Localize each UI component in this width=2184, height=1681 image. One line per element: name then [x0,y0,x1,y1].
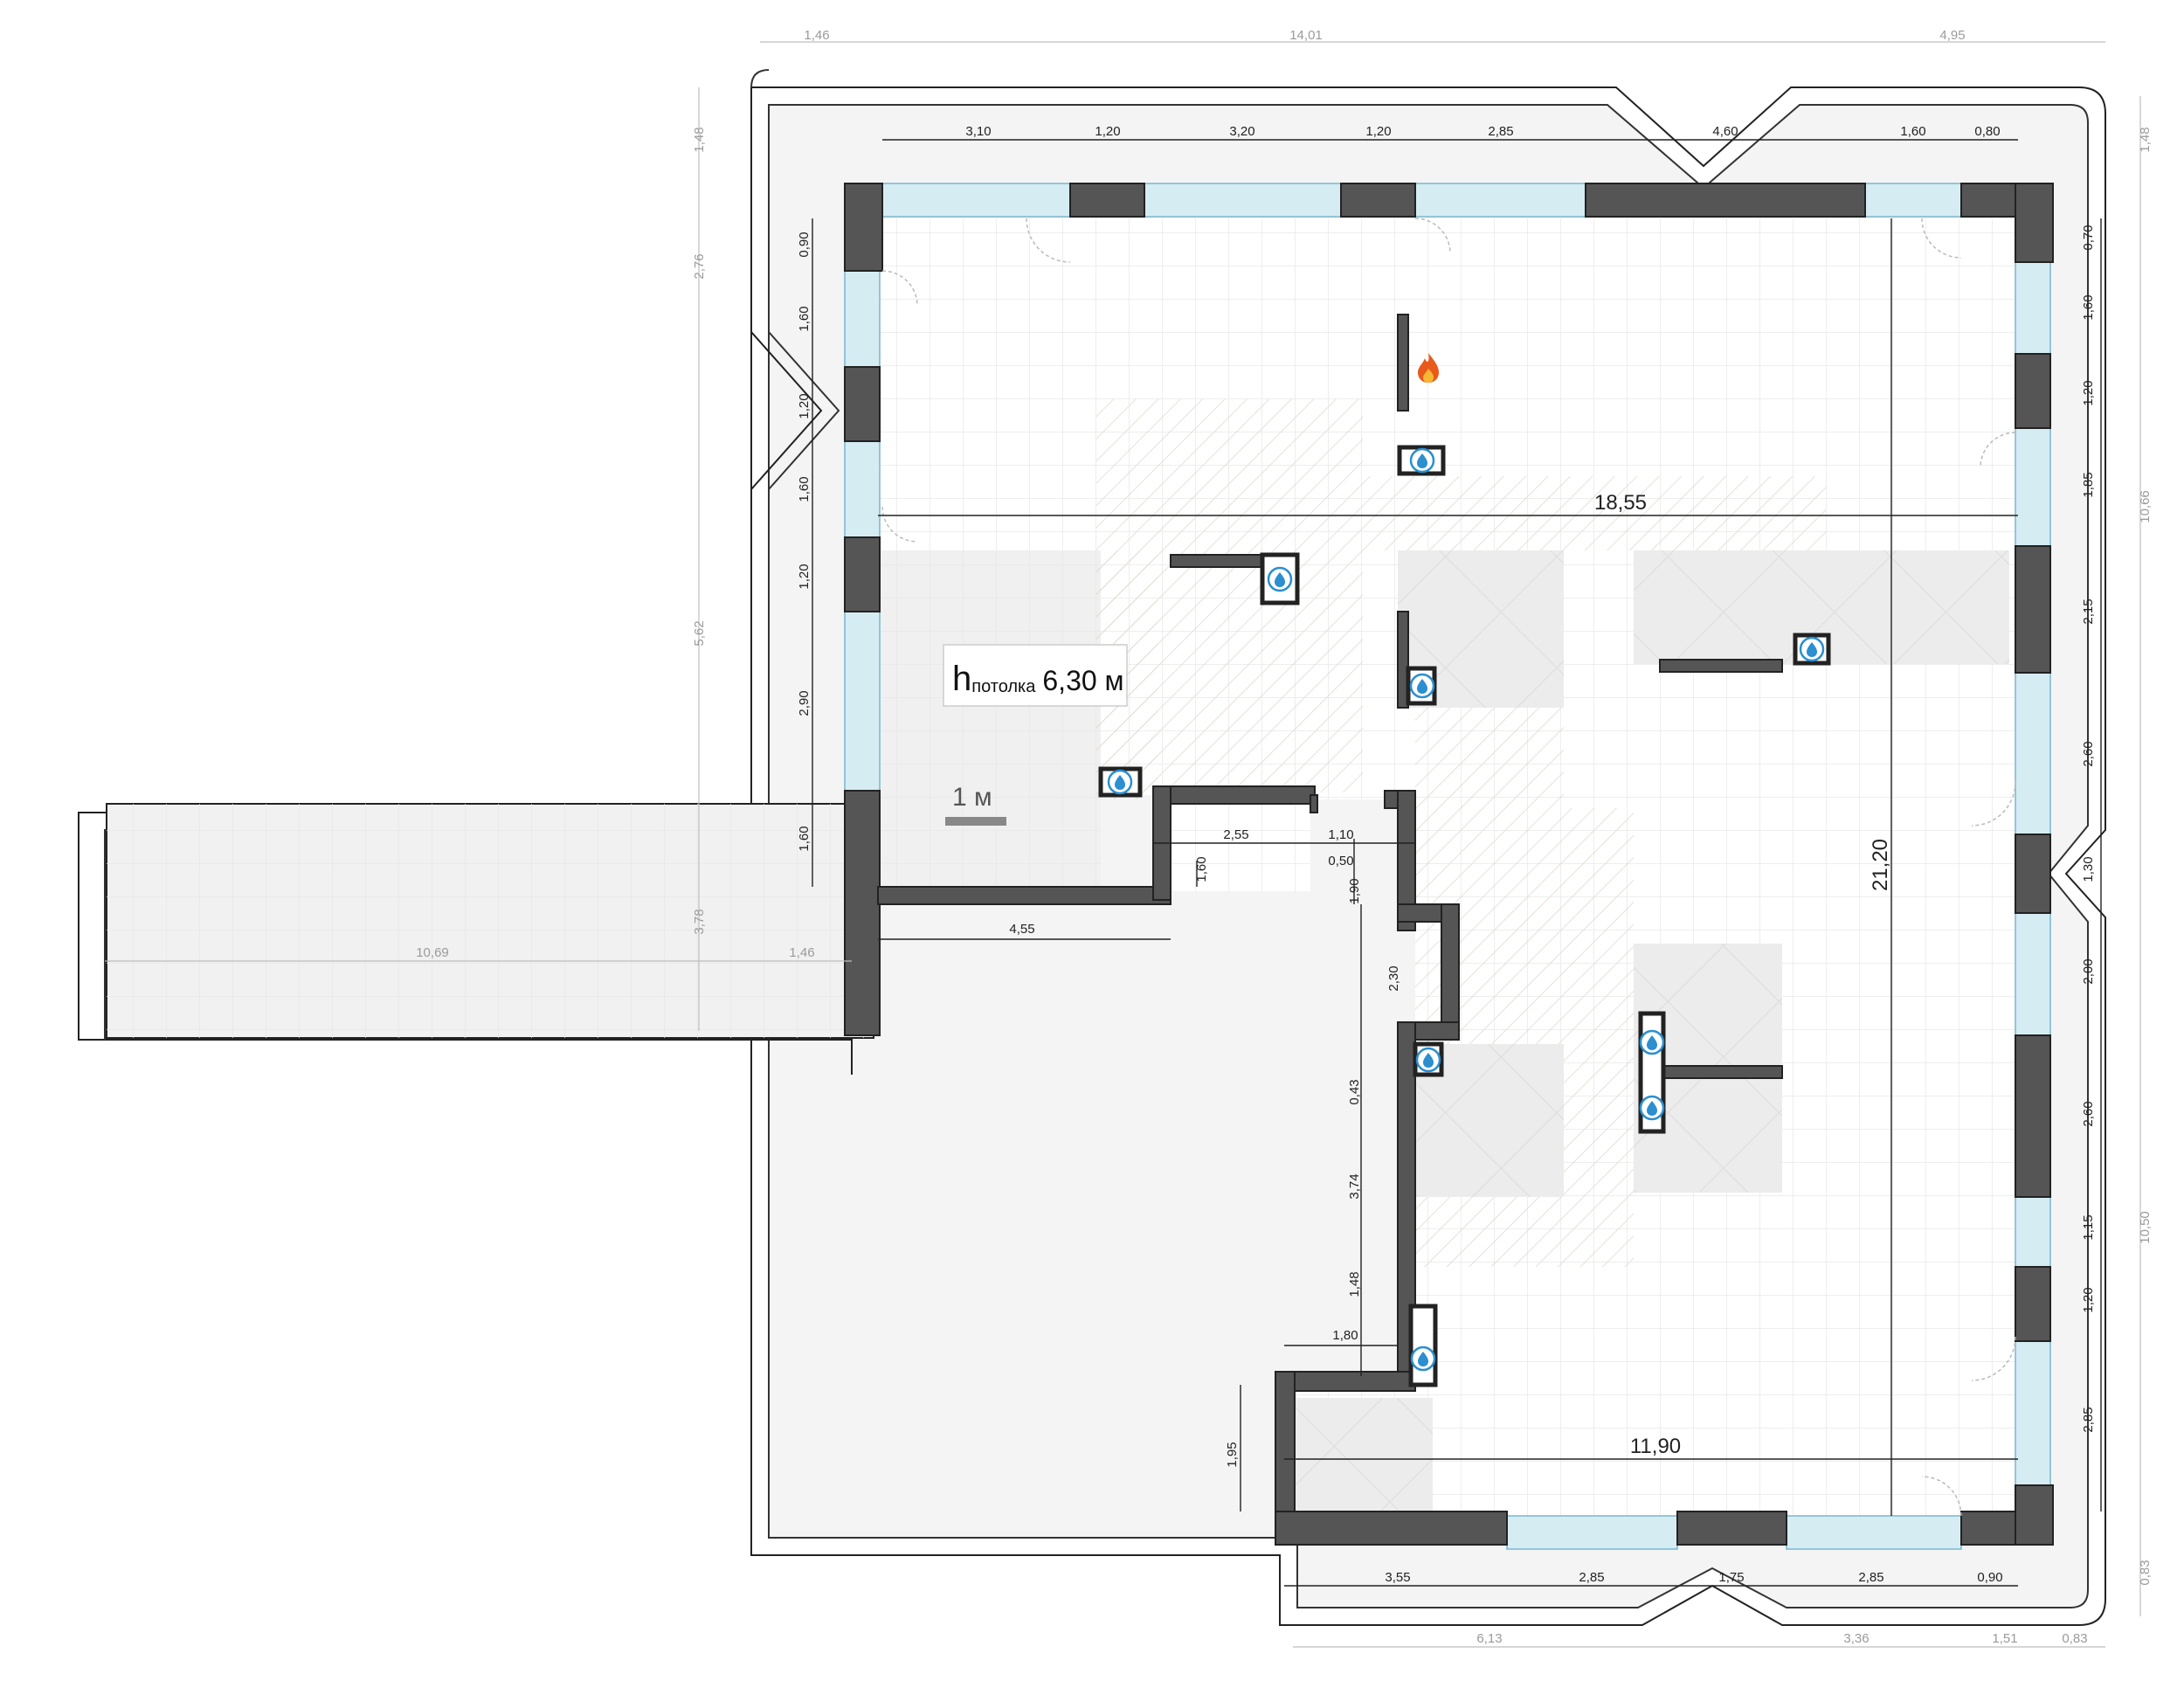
dim-lower-width: 11,90 [1630,1435,1681,1458]
right-inner-dims: 0,70 1,60 1,20 1,85 2,15 2,60 1,30 2,00 … [2081,225,2096,1432]
water-drop-icon [1639,1095,1665,1121]
dim-label: 1,60 [2081,294,2096,320]
water-drop-icon [1799,636,1825,662]
dim-label: 2,76 [692,253,707,279]
dim-label: 3,78 [692,909,707,934]
dim-label: 5,62 [692,620,707,646]
ceiling-h: h [952,660,971,698]
dimension-lines [812,139,2102,1587]
door-swings [881,218,2016,1517]
dim-label: 1,60 [1194,856,1209,882]
dim-label: 1,51 [1992,1631,2017,1646]
ceiling-sub: потолка [971,677,1036,696]
dim-label: 1,46 [789,945,814,960]
dim-label: 1,20 [797,393,812,419]
dim-label: 2,85 [1858,1570,1883,1585]
dim-label: 1,15 [2081,1214,2096,1240]
terrace-dims: 10,69 1,46 [416,945,814,960]
dim-label: 1,60 [1900,124,1925,139]
top-inner-dims: 3,10 1,20 3,20 1,20 2,85 4,60 1,60 0,80 [965,124,2000,139]
dim-width-total: 18,55 [1594,491,1647,515]
bottom-outer-dims: 6,13 3,36 1,51 0,83 [1476,1631,2087,1646]
dim-label: 1,20 [2081,380,2096,405]
dim-label: 1,75 [1718,1570,1744,1585]
dim-label: 0,90 [797,232,812,257]
dim-label: 2,15 [2081,598,2096,624]
windows [844,183,2051,1550]
water-drop-icon [1639,1029,1665,1055]
water-drop-icon [1267,566,1293,592]
dim-label: 3,74 [1347,1173,1362,1199]
dim-label: 1,20 [1365,124,1391,139]
dim-label: 0,50 [1328,854,1353,868]
dim-label: 0,90 [1977,1570,2002,1585]
dim-label: 1,20 [1095,124,1120,139]
dim-label: 1,48 [692,127,707,152]
scale-label: 1 м [952,783,992,812]
water-drop-icon [1107,769,1133,795]
water-drop-icon [1410,1345,1436,1372]
dim-label: 2,85 [1488,124,1513,139]
scale-bar: 1 м [945,783,1006,826]
ceiling-value: 6,30 м [1042,665,1123,696]
fire-icon [1418,353,1439,383]
dim-label: 3,20 [1229,124,1254,139]
dim-label: 4,95 [1939,28,1965,43]
dim-label: 1,60 [797,826,812,851]
dim-label: 2,30 [1386,965,1401,991]
water-drop-icon [1409,447,1435,474]
dim-height-total: 21,20 [1869,839,1892,891]
bottom-inner-dims: 3,55 2,85 1,75 2,85 0,90 [1385,1570,2002,1585]
right-outer-dims: 1,48 10,66 10,50 0,83 [2138,127,2153,1585]
dim-label: 14,01 [1289,28,1323,43]
dim-label: 4,60 [1712,124,1738,139]
dim-label: 0,80 [1974,124,2000,139]
water-icons [1107,447,1825,1372]
water-drop-icon [1409,673,1435,699]
dim-label: 1,85 [2081,472,2096,497]
dim-label: 0,43 [1347,1079,1362,1104]
dim-label: 0,70 [2081,225,2096,250]
dim-label: 1,95 [1225,1442,1240,1467]
left-outer-dims: 1,48 2,76 5,62 3,78 [692,127,707,934]
dim-label: 2,60 [2081,1101,2096,1126]
dim-label: 2,60 [2081,741,2096,766]
outer-dimension-lines [105,41,2141,1648]
left-inner-dims: 0,90 1,60 1,20 1,60 1,20 2,90 1,60 [797,232,812,851]
dim-label: 3,36 [1843,1631,1869,1646]
water-drop-icon [1415,1047,1441,1073]
dim-label: 1,60 [797,306,812,331]
dim-label: 3,55 [1385,1570,1410,1585]
dim-label: 1,48 [1347,1271,1362,1297]
dim-label: 2,90 [797,690,812,716]
dim-label: 1,80 [1332,1328,1358,1343]
dim-label: 2,00 [2081,958,2096,984]
dim-label: 0,83 [2138,1560,2153,1585]
dim-label: 1,90 [1347,878,1362,903]
dim-label: 0,83 [2062,1631,2087,1646]
dim-label: 2,85 [2081,1407,2096,1432]
ceiling-height-label: hпотолка 6,30 м [943,644,1128,707]
dim-label: 10,66 [2138,490,2153,523]
dim-label: 4,55 [1009,922,1034,937]
dim-label: 1,60 [797,476,812,502]
dim-label: 2,85 [1579,1570,1604,1585]
dim-label: 1,30 [2081,856,2096,882]
dim-label: 10,50 [2138,1211,2153,1244]
dim-label: 6,13 [1476,1631,1502,1646]
dim-label: 1,20 [797,564,812,589]
dim-label: 3,10 [965,124,991,139]
dim-label: 1,48 [2138,127,2153,152]
dim-label: 2,55 [1223,827,1248,842]
dim-label: 1,10 [1328,827,1353,842]
dim-label: 1,46 [804,28,829,43]
walls [844,183,2054,1546]
dim-label: 1,20 [2081,1287,2096,1312]
dim-label: 10,69 [416,945,449,960]
top-outer-dims: 1,46 14,01 4,95 [804,28,1965,43]
